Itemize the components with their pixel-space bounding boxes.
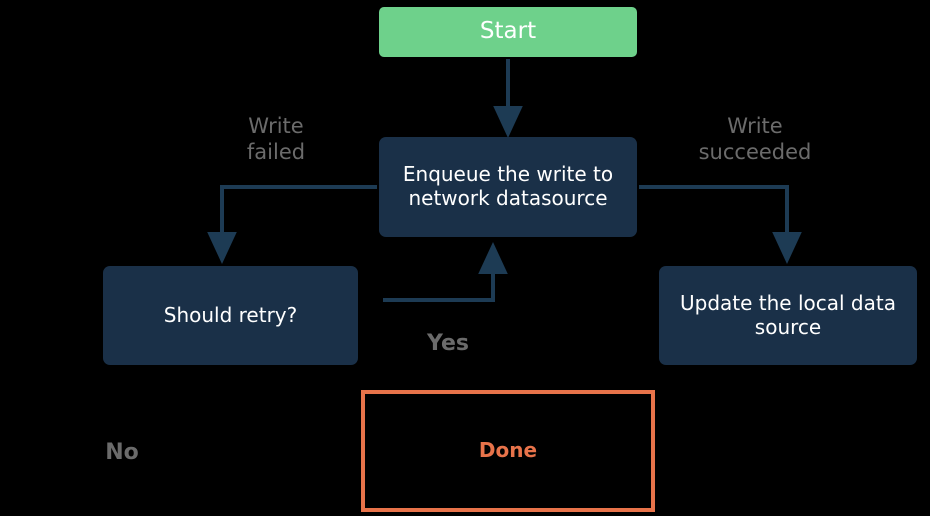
- edge-label-no: No: [105, 440, 139, 465]
- edge-label-write-failed: Write failed: [195, 114, 357, 165]
- node-should-retry[interactable]: Should retry?: [103, 266, 358, 365]
- edge-should-retry-to-enqueue: [383, 242, 508, 302]
- node-start[interactable]: Start: [379, 7, 637, 57]
- edge-label-write-succeeded: Write succeeded: [660, 114, 850, 165]
- node-done-label: Done: [478, 438, 538, 463]
- node-enqueue-label-line2: network datasource: [408, 186, 608, 210]
- node-update-local-label-line2: source: [754, 314, 822, 339]
- node-enqueue[interactable]: Enqueue the write to network datasource: [379, 137, 637, 237]
- edge-label-write-failed-line1: Write: [248, 114, 304, 138]
- node-enqueue-label: Enqueue the write to network datasource: [403, 163, 613, 210]
- edge-label-yes: Yes: [427, 331, 469, 356]
- node-start-label: Start: [479, 18, 537, 45]
- edge-label-write-failed-line2: failed: [246, 139, 306, 164]
- edge-enqueue-to-update-local: [639, 185, 802, 264]
- edge-label-write-succeeded-line2: succeeded: [698, 139, 812, 164]
- node-update-local-label: Update the local data source: [680, 290, 896, 339]
- node-should-retry-label: Should retry?: [163, 302, 298, 327]
- node-done[interactable]: Done: [361, 390, 655, 512]
- node-update-local[interactable]: Update the local data source: [659, 266, 917, 365]
- node-enqueue-label-line1: Enqueue the write to: [402, 162, 614, 187]
- node-update-local-label-line1: Update the local data: [680, 290, 896, 315]
- edge-enqueue-to-should-retry: [207, 185, 377, 264]
- edge-label-write-succeeded-line1: Write: [727, 114, 783, 138]
